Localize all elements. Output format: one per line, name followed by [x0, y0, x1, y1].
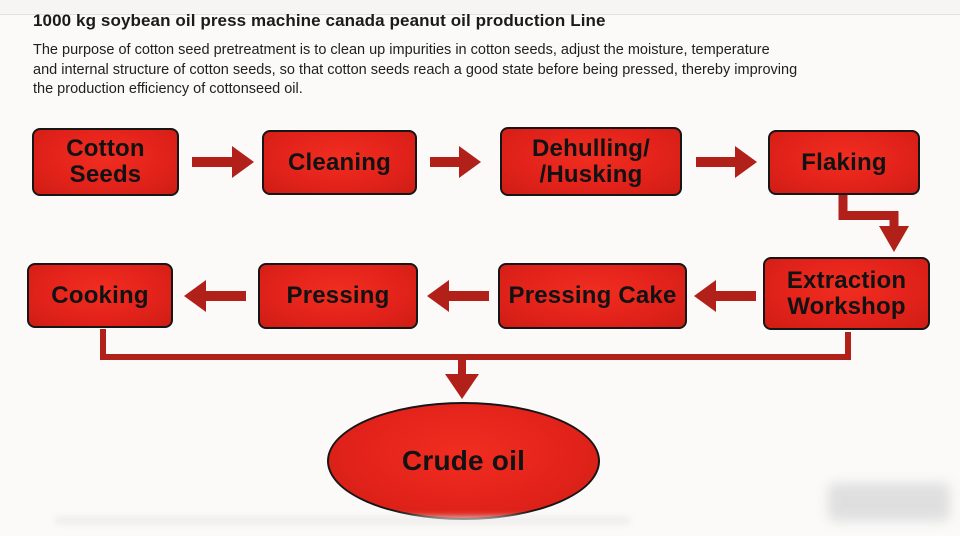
- arrow-right-icon-cleaning-to-dehulling: [430, 146, 481, 178]
- node-pressing-cake-label: Pressing Cake: [508, 282, 677, 310]
- watermark-blur: [828, 483, 950, 521]
- node-crude-oil: Crude oil: [327, 402, 600, 520]
- node-dehulling-husking: Dehulling/ /Husking: [500, 127, 682, 196]
- node-pressing-cake: Pressing Cake: [498, 263, 687, 329]
- arrow-right-icon-cotton-to-cleaning: [192, 146, 254, 178]
- arrow-left-icon-pressing-to-cooking: [184, 280, 246, 312]
- arrow-left-icon-pressing-cake-to-pressing: [427, 280, 489, 312]
- node-pressing: Pressing: [258, 263, 418, 329]
- node-cooking-label: Cooking: [51, 281, 149, 309]
- arrow-down-icon-to-crude-oil: [445, 374, 479, 399]
- node-cleaning-label: Cleaning: [288, 148, 391, 176]
- node-flaking: Flaking: [768, 130, 920, 195]
- node-pressing-label: Pressing: [286, 282, 390, 310]
- node-dehulling-husking-label: Dehulling/ /Husking: [532, 134, 650, 188]
- node-cleaning: Cleaning: [262, 130, 417, 195]
- node-cotton-seeds: Cotton Seeds: [32, 128, 179, 196]
- bottom-smudge: [55, 516, 630, 525]
- node-flaking-label: Flaking: [801, 148, 887, 176]
- arrow-right-icon-dehulling-to-flaking: [696, 146, 757, 178]
- intro-paragraph: The purpose of cotton seed pretreatment …: [33, 42, 798, 97]
- node-extraction-workshop: Extraction Workshop: [763, 257, 930, 330]
- merge-bracket-connector: [100, 329, 851, 360]
- node-extraction-workshop-label: Extraction Workshop: [786, 266, 907, 320]
- node-cooking: Cooking: [27, 263, 173, 328]
- node-cotton-seeds-label: Cotton Seeds: [66, 135, 145, 188]
- page-title: 1000 kg soybean oil press machine canada…: [33, 11, 606, 30]
- top-divider: [0, 0, 960, 15]
- arrow-down-icon-flaking-to-extraction: [879, 226, 909, 252]
- elbow-connector-flaking-to-extraction: [838, 194, 899, 228]
- node-crude-oil-label: Crude oil: [401, 444, 526, 476]
- arrow-left-icon-extraction-to-pressing-cake: [694, 280, 756, 312]
